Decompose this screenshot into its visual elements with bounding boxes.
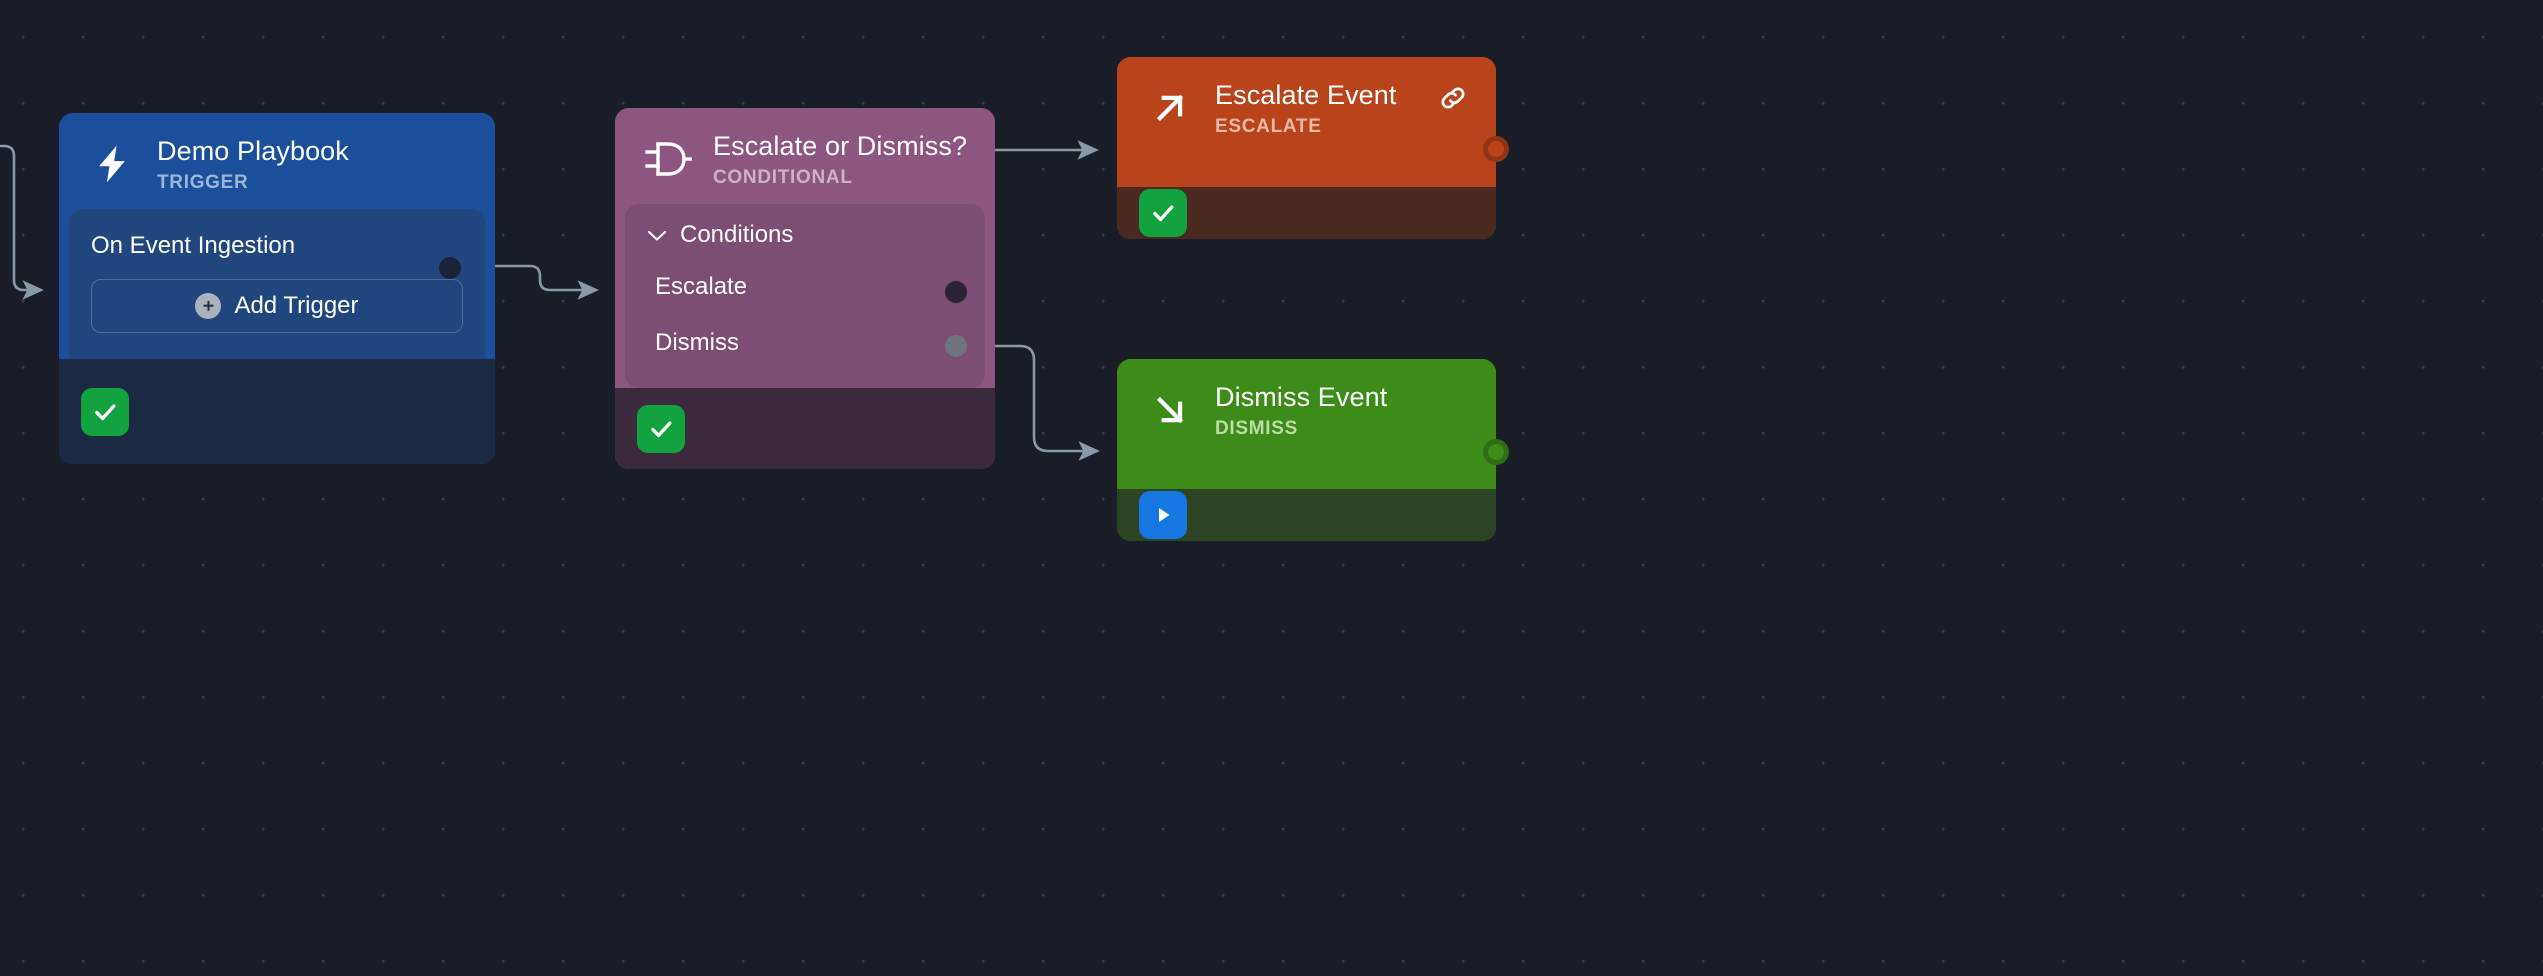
node-trigger[interactable]: Demo Playbook TRIGGER On Event Ingestion…	[59, 113, 495, 464]
node-title: Escalate or Dismiss?	[713, 131, 968, 161]
add-trigger-label: Add Trigger	[234, 292, 359, 319]
conditional-header: Escalate or Dismiss? CONDITIONAL	[615, 108, 995, 200]
node-subtitle: ESCALATE	[1215, 116, 1322, 137]
conditions-label: Conditions	[680, 221, 794, 248]
trigger-row-on-event-ingestion[interactable]: On Event Ingestion	[91, 231, 463, 279]
plus-circle-icon	[195, 293, 222, 319]
arrow-up-right-icon	[1143, 81, 1197, 135]
trigger-header: Demo Playbook TRIGGER	[59, 113, 495, 205]
trigger-row-label: On Event Ingestion	[91, 232, 296, 259]
node-title: Demo Playbook	[157, 136, 349, 166]
node-conditional[interactable]: Escalate or Dismiss? CONDITIONAL Conditi…	[615, 108, 995, 469]
chevron-down-icon	[647, 220, 667, 250]
link-chain-icon[interactable]	[1436, 81, 1470, 115]
branch-label: Dismiss	[655, 329, 739, 356]
branch-escalate-handle[interactable]	[945, 281, 967, 303]
node-dismiss-event[interactable]: Dismiss Event DISMISS	[1117, 359, 1509, 541]
node-escalate-event[interactable]: Escalate Event ESCALATE	[1117, 57, 1509, 239]
check-icon[interactable]	[81, 387, 129, 436]
trigger-body: On Event Ingestion Add Trigger	[69, 209, 485, 359]
branch-dismiss[interactable]: Dismiss	[625, 314, 985, 370]
arrow-down-right-icon	[1143, 383, 1197, 437]
dismiss-header: Dismiss Event DISMISS	[1117, 359, 1496, 489]
trigger-source-handle[interactable]	[439, 257, 461, 279]
escalate-footer	[1117, 187, 1496, 239]
conditions-section: Conditions Escalate Dismiss	[625, 204, 985, 388]
branch-dismiss-handle[interactable]	[945, 335, 967, 357]
trigger-footer	[59, 359, 495, 464]
escalate-output-handle[interactable]	[1483, 136, 1509, 162]
conditional-footer	[615, 388, 995, 469]
branch-label: Escalate	[655, 273, 748, 300]
add-trigger-button[interactable]: Add Trigger	[91, 279, 463, 333]
conditions-toggle[interactable]: Conditions	[625, 220, 985, 258]
check-icon[interactable]	[1139, 189, 1187, 237]
edge-incoming-to-trigger	[0, 144, 44, 300]
node-title: Escalate Event	[1215, 80, 1397, 110]
node-subtitle: DISMISS	[1215, 418, 1299, 439]
node-subtitle: TRIGGER	[157, 172, 249, 193]
logic-gate-icon	[641, 132, 695, 186]
node-title: Dismiss Event	[1215, 382, 1388, 412]
dismiss-footer	[1117, 489, 1496, 541]
check-icon[interactable]	[637, 404, 685, 453]
branch-escalate[interactable]: Escalate	[625, 258, 985, 314]
dismiss-output-handle[interactable]	[1483, 439, 1509, 465]
node-subtitle: CONDITIONAL	[713, 167, 853, 188]
lightning-bolt-icon	[85, 137, 139, 191]
escalate-header: Escalate Event ESCALATE	[1117, 57, 1496, 187]
play-icon[interactable]	[1139, 491, 1187, 539]
